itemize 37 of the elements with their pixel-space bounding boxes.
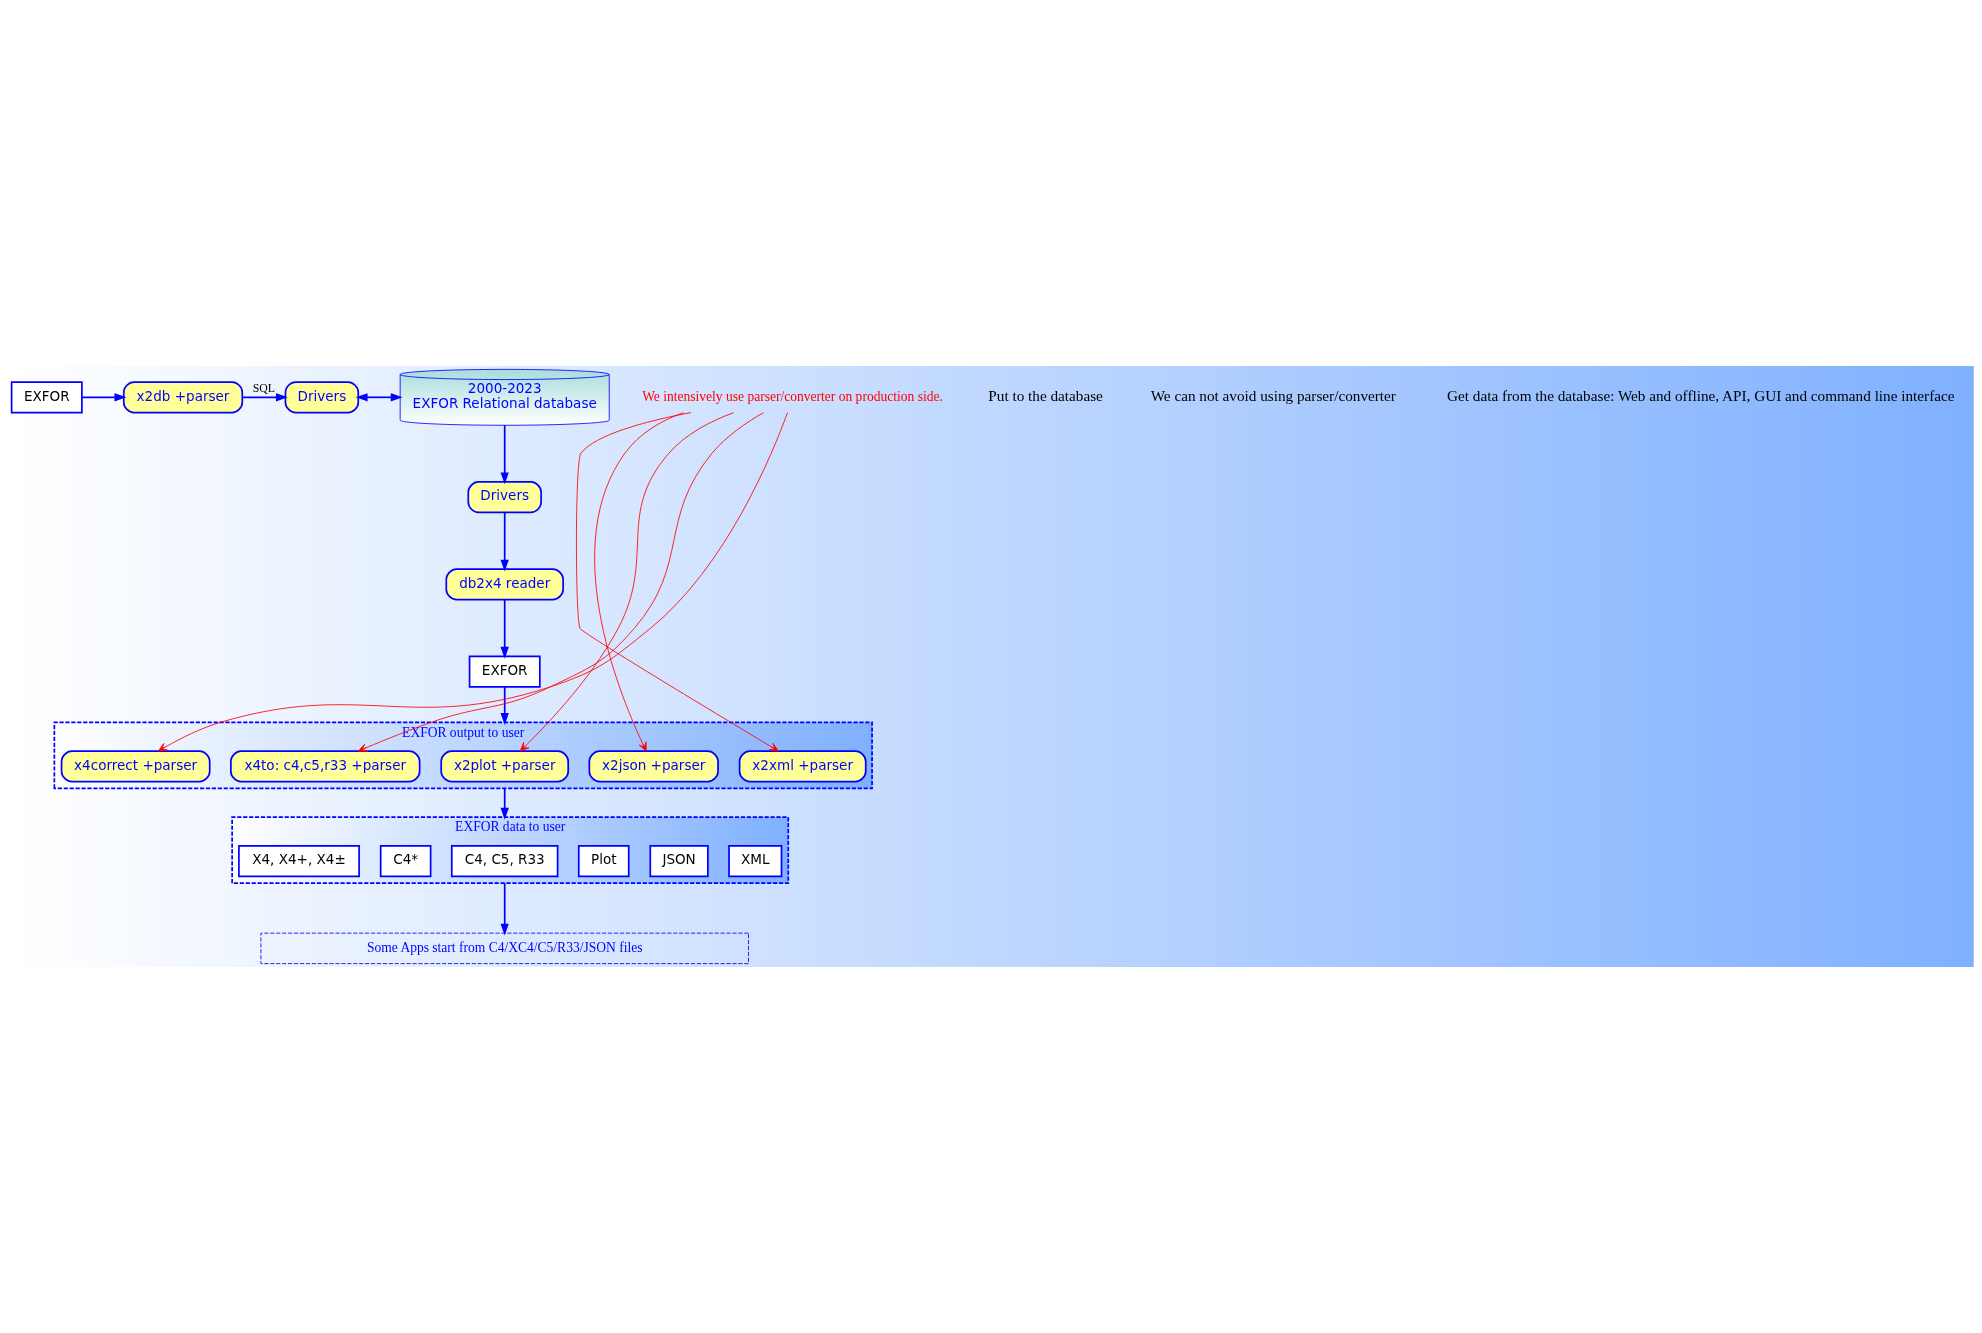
label: Put to the database [988,387,1103,405]
edge-label: SQL [252,380,276,395]
node-box: XML [728,845,783,878]
node-box: x2json +parser [588,750,719,783]
node-box: JSON [649,845,709,878]
arrow [500,882,509,936]
node-box: Plot [577,845,630,878]
node-box: x4to: c4,c5,r33 +parser [230,750,421,783]
node-box: Some Apps start from C4/XC4/C5/R33/JSON files [260,932,749,965]
arrow [355,393,403,402]
arrow [241,393,288,402]
arrow [81,393,127,402]
node-box: X4, X4+, X4± [238,845,360,878]
arrow [357,412,764,752]
arrow [576,412,779,752]
arrow [500,511,509,572]
arrow [500,424,509,485]
arrow [519,412,735,752]
arrow [500,787,509,820]
label: We can not avoid using parser/converter [1150,387,1396,405]
node-box: Drivers [467,481,542,514]
node-box: C4* [379,845,432,878]
node-box: x4correct +parser [60,750,211,783]
node-box: x2plot +parser [440,750,570,783]
node-text: We intensively use parser/converter on production side. [642,388,943,404]
label: Get data from the database: Web and offline, API, GUI and command line interface [1447,387,1955,405]
node-box: EXFOR [468,655,541,688]
arrow [500,598,509,659]
node-box: EXFOR [10,381,83,414]
node-box: db2x4 reader [445,568,564,601]
node-box: Drivers [284,381,360,414]
node-box: C4, C5, R33 [450,845,559,878]
node-box: x2xml +parser [738,750,867,783]
arrow [594,412,684,752]
arrow [157,412,788,752]
arrow [500,686,509,725]
node-box: x2db +parser [122,381,244,414]
